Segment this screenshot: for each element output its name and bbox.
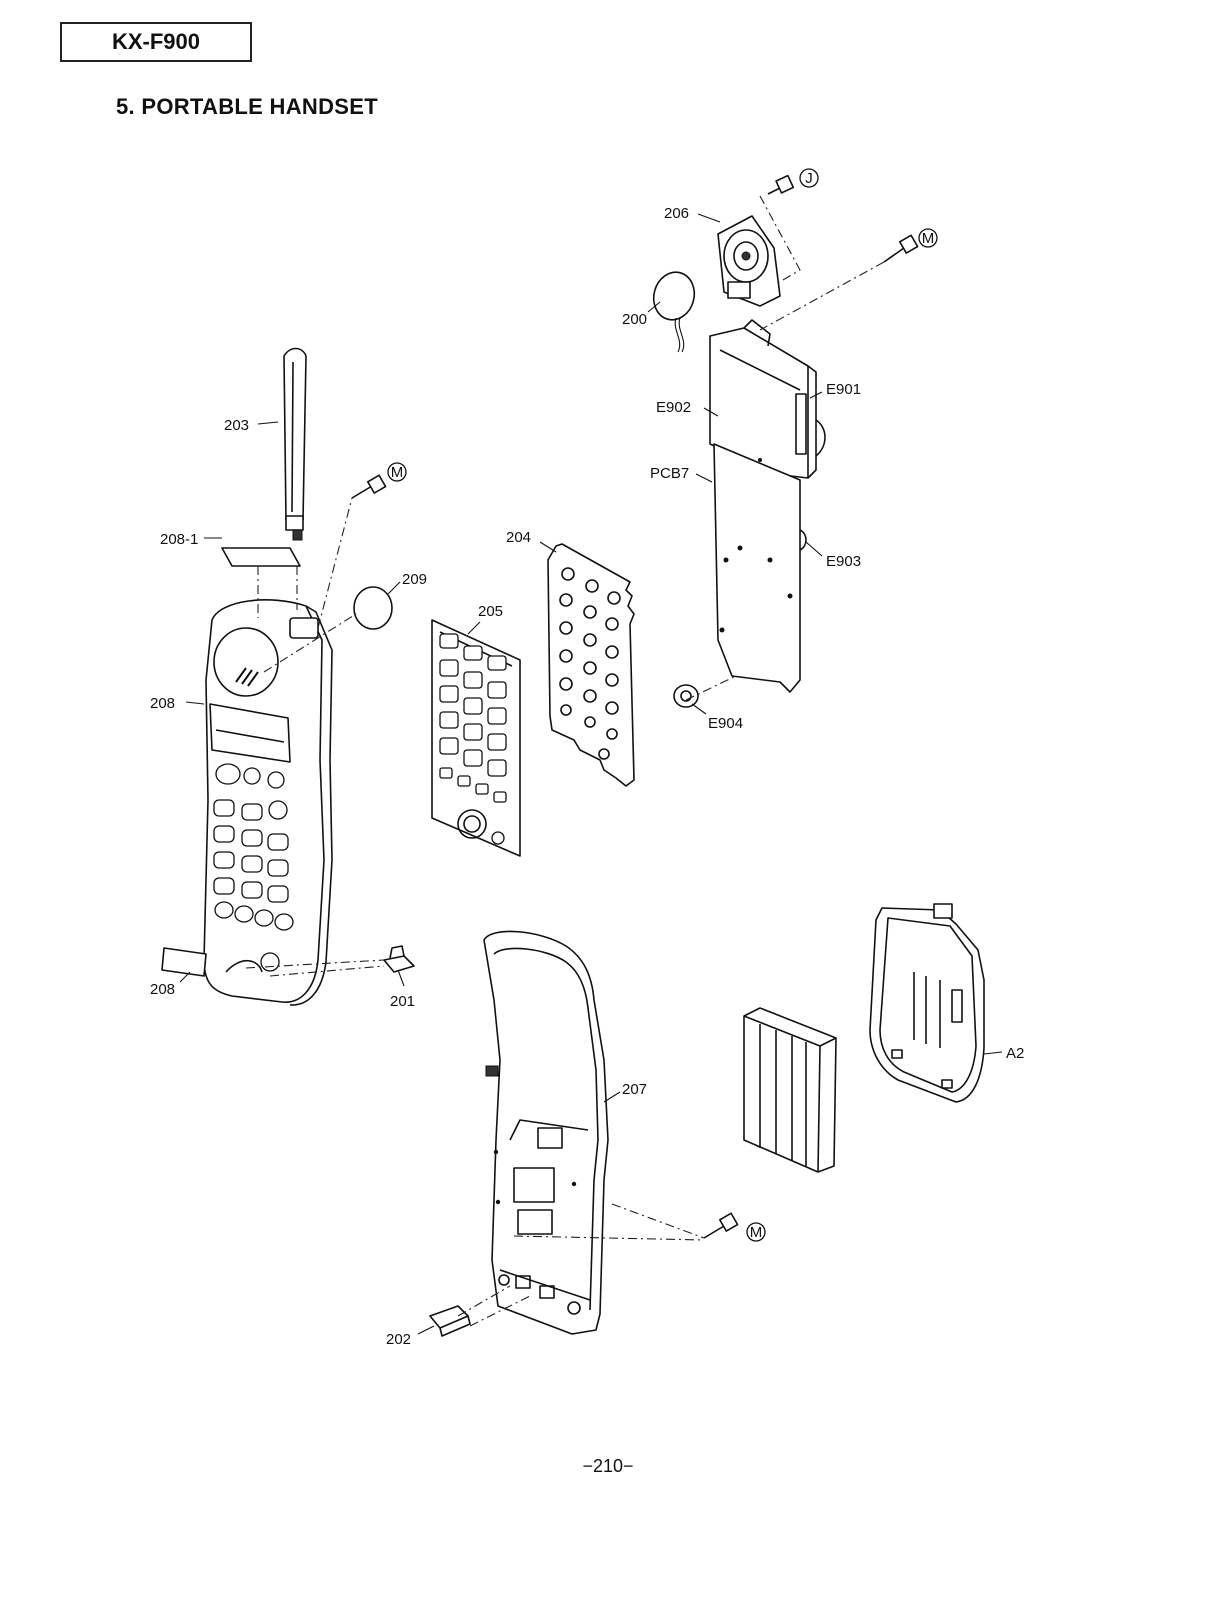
battery-pack (743, 1007, 837, 1173)
screw-j (767, 174, 795, 195)
callout-207: 207 (622, 1081, 647, 1098)
screw-mark-m-top: M (918, 228, 938, 248)
battery-cover-a2 (869, 903, 985, 1103)
callout-203: 203 (224, 417, 249, 434)
model-number-box: KX-F900 (60, 22, 252, 62)
svg-text:M: M (922, 230, 935, 247)
callout-202: 202 (386, 1331, 411, 1348)
screw-mark-m-bottom: M (746, 1222, 766, 1242)
rubber-cushion-209 (353, 586, 393, 630)
callout-204: 204 (506, 529, 531, 546)
speaker-holder-206 (717, 215, 781, 307)
keypad-keys (213, 763, 294, 931)
part-e904 (673, 684, 699, 708)
receiver-200 (652, 271, 696, 353)
screw-antenna (351, 474, 387, 499)
svg-text:M: M (750, 1224, 763, 1241)
callout-208: 208 (150, 695, 175, 712)
antenna-203 (283, 347, 307, 541)
callout-200: 200 (622, 311, 647, 328)
front-case-208 (203, 599, 333, 1006)
svg-text:M: M (391, 464, 404, 481)
keypad-rubber-205 (431, 619, 521, 857)
callout-a2: A2 (1006, 1045, 1024, 1062)
screw-mark-m-antenna: M (387, 462, 407, 482)
callout-e901: E901 (826, 381, 861, 398)
svg-text:J: J (805, 170, 813, 187)
callout-201: 201 (390, 993, 415, 1010)
assembly-lines (245, 195, 885, 1327)
callout-206: 206 (664, 205, 689, 222)
callout-208-small: 208 (150, 981, 175, 998)
callout-205: 205 (478, 603, 503, 620)
section-title: 5. PORTABLE HANDSET (116, 94, 378, 119)
callout-e904: E904 (708, 715, 743, 732)
callout-pcb7: PCB7 (650, 465, 689, 482)
label-208-1 (221, 547, 301, 567)
screw-top-right (883, 234, 919, 263)
callout-e903: E903 (826, 553, 861, 570)
callout-209: 209 (402, 571, 427, 588)
leader-lines (179, 213, 1003, 1335)
page-number: −210− (582, 1456, 634, 1476)
main-pcb (709, 319, 826, 693)
model-number: KX-F900 (111, 29, 201, 54)
clip-201 (383, 945, 415, 973)
callout-e902: E902 (656, 399, 691, 416)
dome-sheet-204 (547, 543, 635, 787)
screw-mark-j: J (799, 168, 819, 188)
charge-contact-202 (429, 1305, 471, 1337)
label-208-small (161, 947, 207, 977)
callout-208-1: 208-1 (160, 531, 198, 548)
rear-case-207 (483, 930, 609, 1335)
screw-bottom (703, 1212, 739, 1239)
